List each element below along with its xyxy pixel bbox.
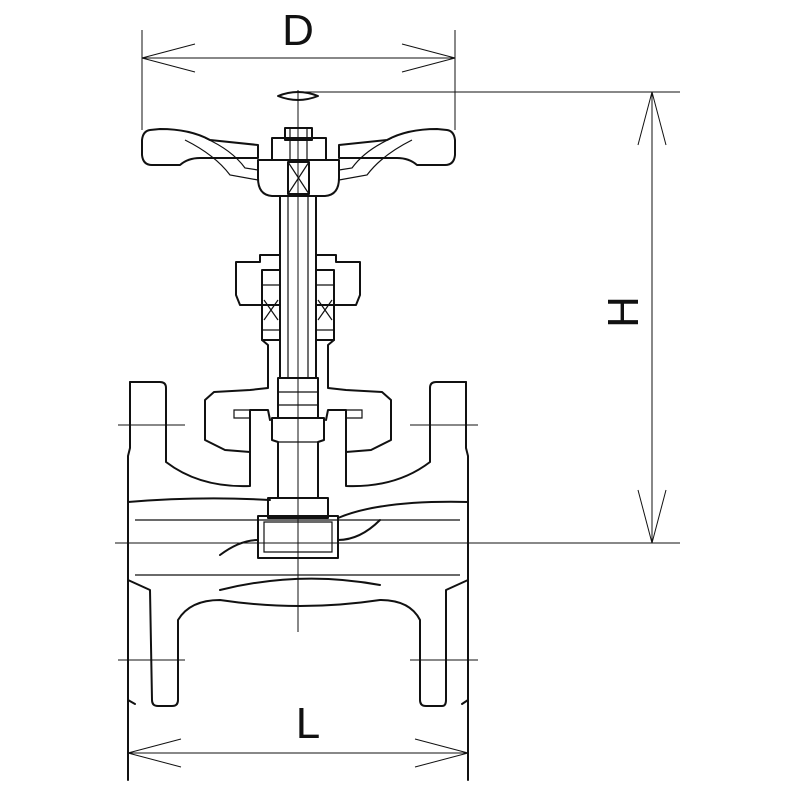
body-lower-outline <box>127 501 469 707</box>
dimension-l-arrow-left <box>127 738 182 768</box>
packing-left-cross <box>263 299 279 321</box>
body-upper-right-contour <box>337 500 469 519</box>
bonnet-gasket-left <box>233 409 251 419</box>
disc-seat <box>257 515 339 559</box>
handwheel-rim-right <box>338 128 456 166</box>
dimension-h-arrow-top <box>637 91 667 146</box>
handwheel <box>141 91 456 197</box>
bonnet <box>204 339 392 453</box>
valve-body <box>127 381 469 781</box>
dimension-l-arrow-right <box>414 738 469 768</box>
dimension-d: D <box>141 6 456 130</box>
gland-flange-right <box>315 254 361 306</box>
stem-top-nut <box>284 127 313 141</box>
dimension-l-label: L <box>296 699 320 748</box>
dimension-d-arrow-left <box>141 43 196 73</box>
bonnet-right-outline <box>325 339 392 453</box>
gland-flange-left <box>235 254 281 306</box>
packing-right-cross <box>317 299 333 321</box>
wheel-top-cap <box>277 91 319 101</box>
dimension-h: H <box>300 91 680 544</box>
handwheel-nut <box>271 137 327 161</box>
handwheel-spoke-right-inner <box>338 137 393 171</box>
right-flange-top <box>345 381 467 488</box>
packing-left <box>261 269 281 341</box>
left-flange-top <box>129 381 251 488</box>
handwheel-spoke-left-inner <box>204 137 259 171</box>
disc-seat-inner <box>263 521 333 553</box>
handwheel-spoke-left <box>184 139 259 181</box>
right-flange-top-outer <box>465 381 469 503</box>
handwheel-rim-left <box>141 128 259 166</box>
dimension-d-arrow-right <box>401 43 456 73</box>
dimension-l: L <box>127 699 469 768</box>
left-flange-top-outer <box>127 381 131 503</box>
handwheel-spoke-right <box>338 139 413 181</box>
dimension-h-label: H <box>599 296 648 328</box>
disc-assembly <box>257 417 339 559</box>
body-partition-bottom <box>219 577 381 591</box>
dimension-d-label: D <box>282 6 314 55</box>
bonnet-left-outline <box>204 339 271 453</box>
disc-nut <box>267 497 329 519</box>
stem-square-cross <box>287 161 310 195</box>
handwheel-hub <box>257 159 340 197</box>
body-upper-left-contour <box>127 497 271 503</box>
dimension-h-arrow-bottom <box>637 489 667 544</box>
lower-flange-edges <box>127 639 469 705</box>
body-partition-top <box>219 519 381 556</box>
bonnet-gasket-right <box>345 409 363 419</box>
